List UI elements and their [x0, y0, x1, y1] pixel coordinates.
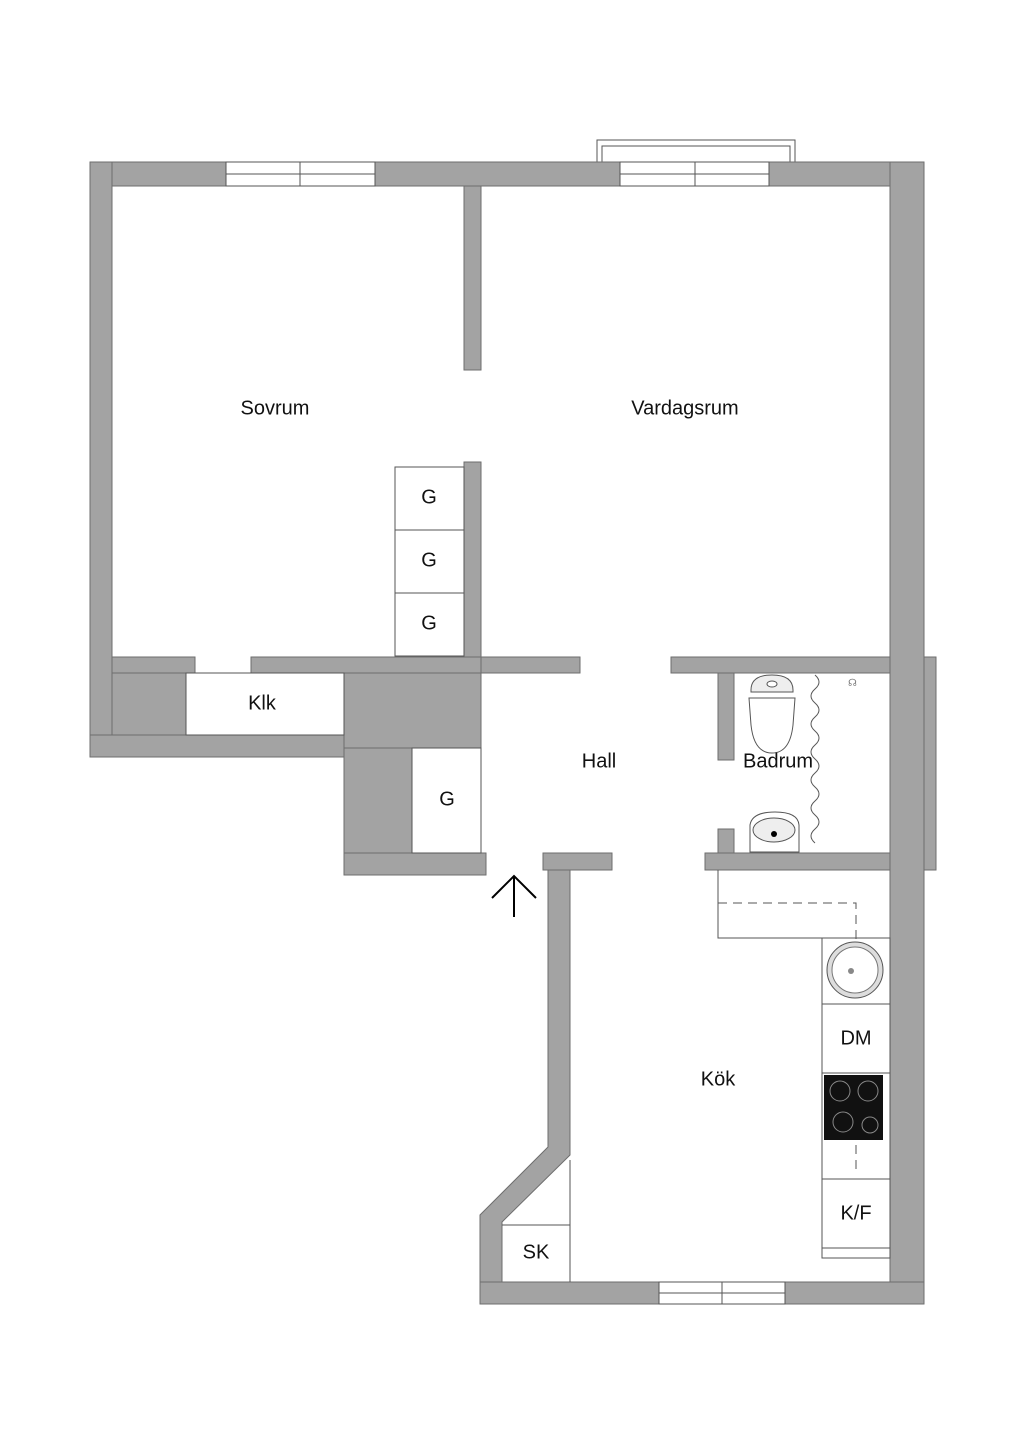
kitchen-sink-icon — [826, 941, 884, 999]
dishwasher-label: DM — [840, 1027, 871, 1049]
walls — [89, 161, 937, 1305]
entrance-arrow-icon — [491, 874, 537, 917]
wardrobe-label: G — [421, 486, 437, 508]
room-label-kok: Kök — [701, 1068, 736, 1090]
window-kok — [658, 1281, 786, 1305]
storage-cabinet — [502, 1160, 571, 1282]
storage-label: SK — [523, 1241, 550, 1263]
hall-wardrobe — [411, 747, 482, 854]
upper-cabinet-outline — [718, 902, 857, 945]
room-label-badrum: Badrum — [743, 750, 813, 772]
balcony — [596, 139, 796, 163]
fridge-freezer-label: K/F — [840, 1202, 871, 1224]
window-sovrum — [225, 161, 376, 187]
wardrobes — [394, 466, 465, 657]
counter-outline — [717, 870, 822, 939]
hall-wardrobe-label: G — [439, 788, 455, 810]
wardrobe-label: G — [421, 549, 437, 571]
room-label-klk: Klk — [248, 692, 277, 714]
wardrobe-label: G — [421, 612, 437, 634]
window-vardagsrum — [619, 161, 770, 187]
room-label-sovrum: Sovrum — [241, 397, 310, 419]
shower-curtain — [810, 674, 820, 844]
room-label-vardagsrum: Vardagsrum — [631, 397, 738, 419]
room-label-hall: Hall — [582, 750, 616, 772]
klk-closet — [185, 672, 345, 736]
toilet-icon — [748, 674, 796, 754]
sink-icon — [749, 811, 800, 853]
shower-head-icon: ☊ — [848, 678, 857, 689]
stove-icon — [824, 1075, 883, 1140]
kitchen-counter — [821, 937, 891, 1259]
